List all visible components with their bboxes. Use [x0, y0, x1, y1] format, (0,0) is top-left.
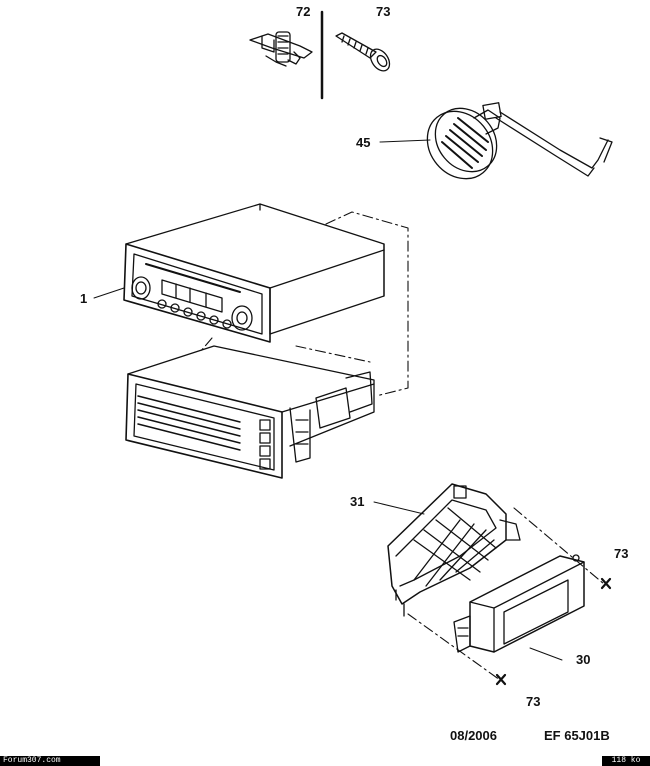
part-1-radio-unit	[123, 203, 385, 343]
part-30-module	[453, 554, 585, 653]
screw-mark-bottom	[495, 673, 507, 686]
callout-73-right: 73	[614, 546, 628, 561]
file-size-label: 118 ko	[602, 756, 650, 766]
part-73-screw	[335, 32, 391, 72]
callout-45: 45	[356, 135, 370, 150]
callout-1: 1	[80, 291, 87, 306]
part-72-clip	[249, 31, 313, 67]
callout-73-bottom: 73	[526, 694, 540, 709]
part-31-bracket	[387, 483, 521, 617]
bracket-guide-lines	[407, 507, 605, 681]
footer-date: 08/2006	[450, 728, 497, 743]
callout-30: 30	[576, 652, 590, 667]
part-45-speaker	[426, 102, 613, 180]
footer-reference: EF 65J01B	[544, 728, 610, 743]
screw-mark-right	[600, 577, 612, 590]
status-bar: Forum307.com 118 ko	[0, 756, 650, 766]
assembly-guide-lines	[199, 211, 409, 397]
callout-73-top: 73	[376, 4, 390, 19]
leader-lines	[93, 139, 563, 661]
callout-31: 31	[350, 494, 364, 509]
head-unit-lower-module	[125, 345, 375, 479]
callout-72: 72	[296, 4, 310, 19]
site-label: Forum307.com	[0, 756, 100, 766]
